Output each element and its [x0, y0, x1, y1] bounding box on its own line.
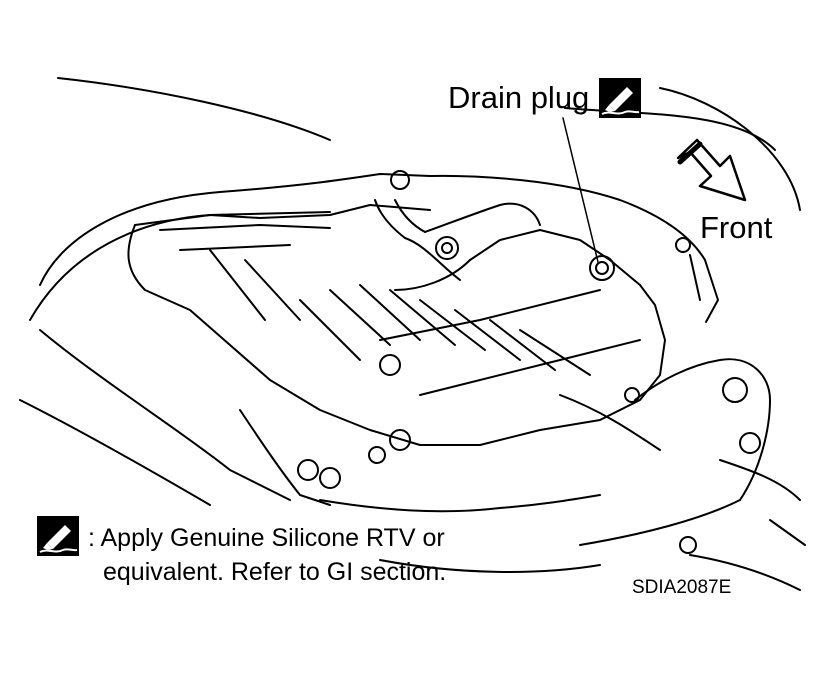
sealant-tube-icon [599, 78, 641, 118]
front-arrow-icon [676, 138, 747, 202]
legend-text-line-1: : Apply Genuine Silicone RTV or [88, 524, 445, 552]
legend-text-line-2: equivalent. Refer to GI section. [103, 558, 447, 586]
drain-plug-label: Drain plug [448, 80, 590, 115]
front-direction-label: Front [700, 210, 773, 245]
figure-code: SDIA2087E [632, 577, 732, 598]
legend-sealant-tube-icon [37, 516, 79, 556]
